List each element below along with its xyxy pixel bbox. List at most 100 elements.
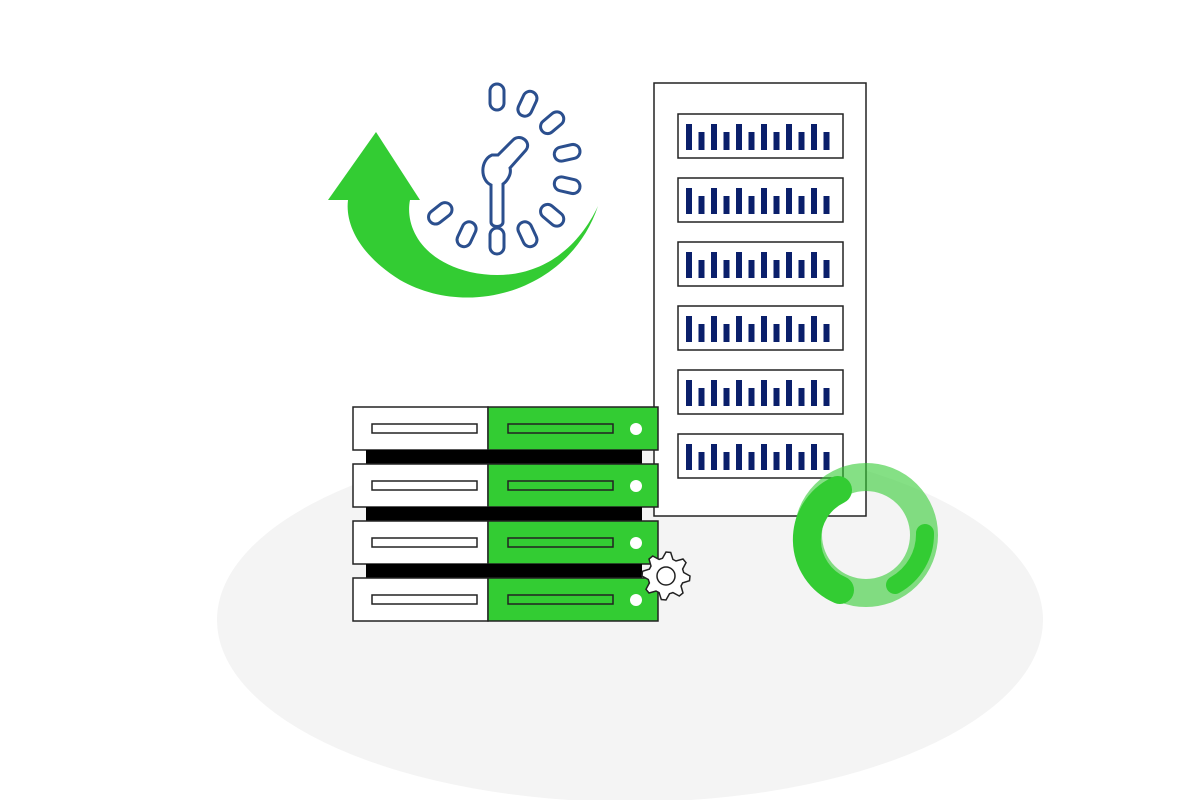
clock-tick [488,82,506,112]
activity-bar [723,324,730,342]
server-unit [352,463,659,508]
activity-bar [736,316,742,342]
activity-bar [686,444,692,470]
rack-panel [677,369,844,415]
status-light [630,594,642,606]
rack-panel [677,177,844,223]
status-light [630,480,642,492]
clock-hands [481,136,529,228]
activity-bar [711,444,717,470]
clock-tick [516,89,539,118]
clock-tick [552,142,582,163]
activity-bar [748,132,755,150]
drive-slot [507,423,614,434]
clock-tick [488,226,506,256]
activity-bar [798,388,805,406]
activity-bar [786,124,792,150]
activity-bar [748,196,755,214]
activity-bar [686,380,692,406]
activity-bar [823,324,830,342]
activity-bar [748,388,755,406]
activity-bar [698,388,705,406]
activity-bar [786,380,792,406]
activity-bar [761,188,767,214]
activity-bar [761,252,767,278]
activity-bar [723,260,730,278]
activity-bar [761,380,767,406]
backup-arrow-icon [328,132,598,298]
activity-bar [723,452,730,470]
activity-bar [736,252,742,278]
drive-slot [371,594,478,605]
activity-bar [748,452,755,470]
activity-bar [711,380,717,406]
activity-bar [773,388,780,406]
activity-bar [823,452,830,470]
activity-bar [736,380,742,406]
activity-bar [786,444,792,470]
activity-bar [773,324,780,342]
unit-spacer [366,450,642,464]
rack-server [653,82,867,517]
activity-bar [711,316,717,342]
activity-bar [811,316,817,342]
sync-ring-icon [792,463,938,607]
activity-bar [773,132,780,150]
activity-bar [698,196,705,214]
activity-bar [773,260,780,278]
activity-bar [773,452,780,470]
activity-bar [686,188,692,214]
activity-bar [798,324,805,342]
activity-bar [736,188,742,214]
clock-tick [455,220,478,249]
server-unit [352,577,659,622]
activity-bar [823,260,830,278]
unit-spacer [366,564,642,578]
activity-bar [711,188,717,214]
activity-bar [811,252,817,278]
activity-bar [698,132,705,150]
activity-bar [711,124,717,150]
rack-panel [677,241,844,287]
activity-bar [761,444,767,470]
activity-bar [686,316,692,342]
activity-bar [698,452,705,470]
activity-bar [811,124,817,150]
drive-slot [507,480,614,491]
activity-bar [736,444,742,470]
activity-bar [786,188,792,214]
clock-tick [539,202,566,228]
status-light [630,537,642,549]
clock-tick [516,220,539,249]
clock-icon [427,82,582,256]
activity-bar [811,444,817,470]
activity-bar [823,196,830,214]
clock-tick [539,110,566,136]
rack-panel [677,433,844,479]
activity-bar [686,124,692,150]
activity-bar [786,316,792,342]
activity-bar [798,196,805,214]
activity-bar [798,132,805,150]
activity-bar [686,252,692,278]
activity-bar [698,324,705,342]
drive-slot [507,537,614,548]
drive-slot [371,423,478,434]
activity-bar [736,124,742,150]
activity-bar [723,132,730,150]
activity-bar [811,188,817,214]
activity-bar [711,252,717,278]
activity-bar [761,316,767,342]
server-stack [352,406,659,622]
unit-spacer [366,507,642,521]
activity-bar [823,388,830,406]
activity-bar [773,196,780,214]
clock-tick [427,201,454,226]
rack-panel [677,113,844,159]
activity-bar [698,260,705,278]
activity-bar [786,252,792,278]
server-unit [352,520,659,565]
clock-tick [552,175,582,196]
gear-icon [641,551,691,601]
